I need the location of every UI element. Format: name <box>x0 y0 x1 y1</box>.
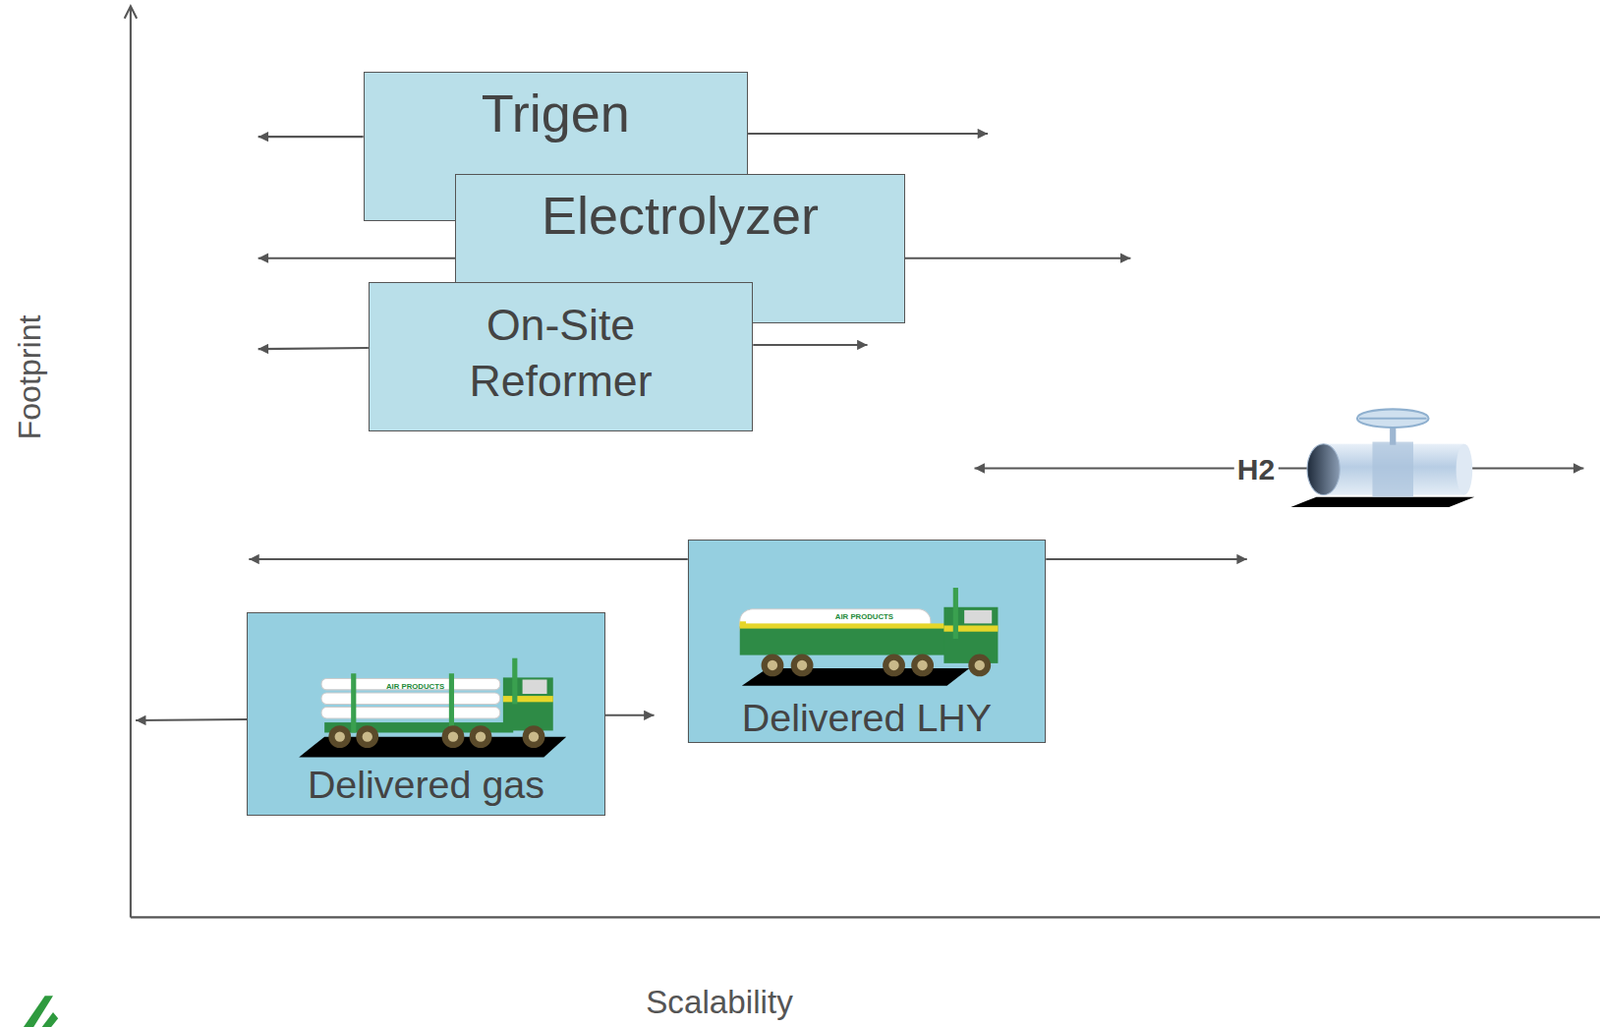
cab-stripe <box>943 625 998 631</box>
hub <box>797 660 807 671</box>
box-text: Electrolyzer <box>541 184 819 246</box>
range-arrow <box>135 719 247 721</box>
hub <box>475 731 486 742</box>
technology-box: On-Site Reformer <box>368 282 753 433</box>
hubs <box>335 731 540 742</box>
wheel <box>761 654 785 678</box>
cab-window <box>522 679 548 694</box>
pipeline-label: H2 <box>1234 453 1278 486</box>
hub <box>335 731 345 742</box>
hub <box>974 660 985 671</box>
y-axis-head <box>124 5 137 18</box>
range-arrow <box>605 714 655 717</box>
tank-stripe <box>740 623 950 629</box>
wheel <box>355 725 379 748</box>
pipeline-icon <box>1290 408 1475 508</box>
pipe-end <box>1456 444 1474 496</box>
valve-body <box>1371 442 1414 498</box>
wheel <box>911 654 934 678</box>
cab <box>503 677 554 731</box>
delivery-box: Delivered gas <box>246 612 605 816</box>
delivery-box: Delivered LHY <box>687 539 1046 743</box>
valve-wheel <box>1357 408 1429 428</box>
hub <box>888 660 899 671</box>
stake <box>449 673 455 733</box>
tank-body <box>740 626 950 655</box>
corner-logo <box>22 995 58 1027</box>
exhaust-stack <box>953 587 959 639</box>
truck-logo-text: AIR PRODUCTS <box>835 613 894 623</box>
valve-spoke <box>1359 417 1428 420</box>
range-arrow <box>747 132 988 135</box>
wheel <box>882 654 906 678</box>
hub <box>916 660 927 671</box>
range-arrow <box>248 558 687 561</box>
gas-tube <box>321 707 501 719</box>
hub <box>767 660 778 671</box>
hub <box>528 731 539 742</box>
range-arrow <box>1464 467 1584 470</box>
cab <box>943 607 998 664</box>
box-text: Delivered gas <box>307 763 545 806</box>
gas-tube <box>321 692 501 704</box>
wheel <box>328 725 351 748</box>
pipe-opening <box>1307 444 1340 496</box>
wheel <box>791 654 814 678</box>
tanker-truck <box>740 587 999 686</box>
cab-window <box>964 610 992 624</box>
stake <box>350 673 356 733</box>
axis-title: Scalability <box>645 983 794 1021</box>
range-arrow <box>905 257 1131 260</box>
range-arrow <box>258 135 364 138</box>
wheels <box>761 654 992 678</box>
range-arrow <box>258 347 369 349</box>
wheel <box>442 725 465 748</box>
axis-title: Footprint <box>12 315 48 441</box>
x-axis <box>130 915 1600 918</box>
box-text: Trigen <box>481 82 630 144</box>
hub <box>362 731 373 742</box>
range-arrow <box>258 257 456 260</box>
hub <box>448 731 458 742</box>
diagram-layout <box>22 5 1600 1027</box>
wheel <box>522 725 546 748</box>
shadow <box>1290 497 1475 508</box>
logo-stroke <box>41 1012 59 1027</box>
cab-stripe <box>503 695 554 702</box>
range-arrows <box>135 133 1584 721</box>
box-text: On-Site Reformer <box>422 296 698 409</box>
box-text: Delivered LHY <box>742 696 992 740</box>
range-arrow <box>752 343 867 346</box>
wheel <box>968 654 991 678</box>
range-arrow <box>1045 558 1248 561</box>
wheels <box>328 725 545 748</box>
tube-trailer-truck <box>298 658 567 758</box>
exhaust-stack <box>512 658 517 705</box>
box-ground <box>687 539 1046 743</box>
y-axis <box>129 7 132 917</box>
wheel <box>469 725 493 748</box>
truck-logo-text: AIR PRODUCTS <box>386 682 445 691</box>
hubs <box>767 660 985 671</box>
box-ground <box>246 612 605 816</box>
